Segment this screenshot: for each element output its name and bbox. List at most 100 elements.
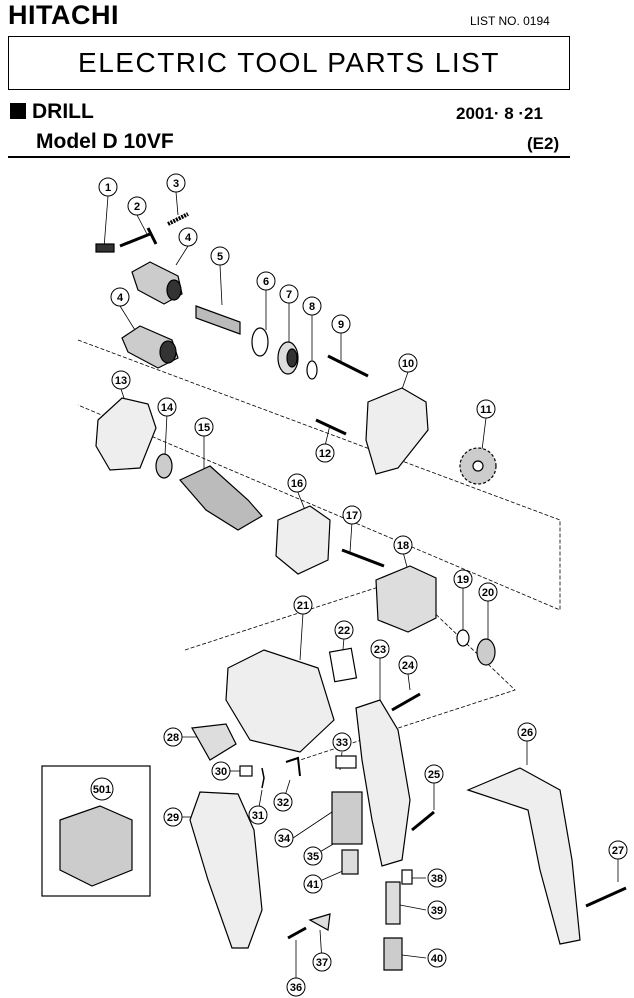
- callout-label: 27: [612, 845, 624, 857]
- callout-label: 4: [185, 232, 192, 244]
- callout-15: 15: [194, 417, 214, 437]
- callout-label: 1: [105, 182, 111, 194]
- callout-label: 8: [309, 301, 315, 313]
- callout-20: 20: [478, 582, 498, 602]
- callout-22: 22: [334, 620, 354, 640]
- issue-date: 2001· 8 ·21: [456, 104, 543, 123]
- product-label: DRILL: [32, 100, 94, 123]
- assembly-outline-motor: [77, 339, 561, 611]
- callout-36: 36: [286, 977, 306, 997]
- screw-stator: [341, 548, 385, 568]
- armature: [179, 465, 263, 531]
- header-divider: [8, 156, 570, 158]
- spindle: [195, 305, 241, 335]
- gear: [459, 447, 497, 485]
- callout-19: 19: [453, 569, 473, 589]
- brand-logo: HITACHI: [8, 0, 119, 30]
- callout-label: 30: [215, 766, 227, 778]
- callout-10: 10: [398, 353, 418, 373]
- callout-6: 6: [256, 271, 276, 291]
- callout-label: 20: [482, 587, 494, 599]
- drill-chuck-b: [121, 325, 179, 369]
- bearing-holder: [95, 397, 157, 471]
- stator: [375, 565, 437, 633]
- callout-13: 13: [111, 370, 131, 390]
- callout-28: 28: [163, 727, 183, 747]
- callout-26: 26: [517, 722, 537, 742]
- callout-39: 39: [427, 900, 447, 920]
- chuck-key-holder: [167, 212, 189, 226]
- housing: [225, 649, 335, 753]
- tapping-screw-a: [391, 692, 421, 712]
- callout-label: 6: [263, 276, 269, 288]
- callout-label: 39: [431, 905, 443, 917]
- callout-24: 24: [398, 655, 418, 675]
- callout-label: 501: [93, 784, 111, 796]
- handle-left: [189, 791, 263, 949]
- callout-17: 17: [342, 505, 362, 525]
- callout-4: 4: [178, 227, 198, 247]
- callout-35: 35: [303, 846, 323, 866]
- callout-label: 36: [290, 982, 302, 994]
- callout-34: 34: [274, 828, 294, 848]
- callout-29: 29: [163, 807, 183, 827]
- cord-plug: [383, 937, 403, 971]
- cord-armor: [385, 881, 401, 925]
- callout-9: 9: [331, 314, 351, 334]
- callout-501: 501: [90, 777, 114, 801]
- reversing-lever: [285, 756, 301, 777]
- callout-37: 37: [312, 952, 332, 972]
- callout-label: 26: [521, 727, 533, 739]
- callout-30: 30: [211, 761, 231, 781]
- pushing-button: [335, 755, 357, 769]
- callout-4b: 4: [110, 287, 130, 307]
- cord-clip-b: [308, 913, 331, 931]
- callout-12: 12: [315, 443, 335, 463]
- drill-chuck-a: [131, 261, 183, 305]
- callout-27: 27: [608, 840, 628, 860]
- ball-bearing-b: [155, 453, 173, 479]
- tapping-screw-b: [411, 810, 435, 832]
- callout-31: 31: [248, 805, 268, 825]
- retaining-ring: [251, 327, 269, 357]
- brush-holder: [275, 505, 331, 575]
- region-code: (E2): [527, 134, 560, 153]
- callout-label: 4: [117, 292, 124, 304]
- handle-screw: [585, 886, 627, 908]
- callout-label: 9: [338, 319, 344, 331]
- label: [191, 723, 237, 761]
- callout-25: 25: [424, 764, 444, 784]
- callout-16: 16: [287, 473, 307, 493]
- callout-label: 11: [480, 404, 492, 416]
- callout-label: 18: [397, 540, 409, 552]
- callout-label: 22: [338, 625, 350, 637]
- callout-5: 5: [210, 246, 230, 266]
- callout-41: 41: [303, 874, 323, 894]
- handle-half: [355, 699, 411, 867]
- callout-label: 41: [307, 879, 319, 891]
- callout-label: 15: [198, 422, 210, 434]
- callout-14: 14: [157, 397, 177, 417]
- callout-label: 33: [336, 737, 348, 749]
- gear-cover: [365, 387, 429, 475]
- callout-38: 38: [427, 868, 447, 888]
- callout-1: 1: [98, 177, 118, 197]
- callout-label: 17: [346, 510, 358, 522]
- callout-label: 34: [278, 833, 291, 845]
- callout-label: 35: [307, 851, 319, 863]
- callout-label: 3: [173, 178, 179, 190]
- callout-label: 5: [217, 251, 223, 263]
- capacitor: [341, 849, 359, 875]
- rubber-washer: [456, 629, 470, 647]
- callout-18: 18: [393, 535, 413, 555]
- document-title: ELECTRIC TOOL PARTS LIST: [8, 36, 570, 90]
- callout-label: 10: [402, 358, 414, 370]
- callout-32: 32: [273, 792, 293, 812]
- callout-label: 13: [115, 375, 127, 387]
- square-bullet-icon: [10, 103, 26, 119]
- callout-7: 7: [279, 284, 299, 304]
- callout-label: 19: [457, 574, 469, 586]
- switch-small-part: [239, 765, 253, 777]
- callout-label: 24: [402, 660, 415, 672]
